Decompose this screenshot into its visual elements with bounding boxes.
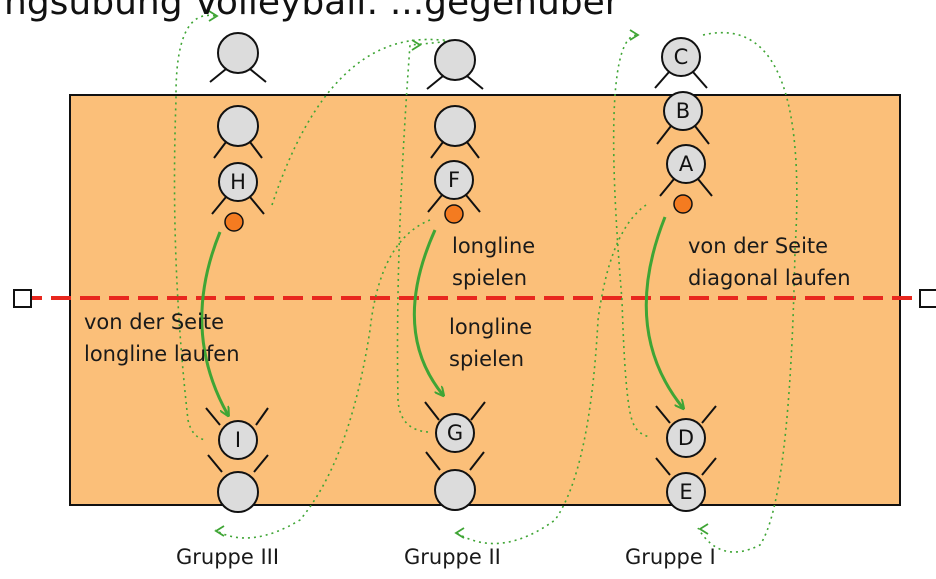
diagram-title: ngsübung Volleyball: ...gegenüber [4,0,620,23]
player-d [655,405,717,458]
path-g1-return [697,31,798,553]
court [69,94,901,506]
player-i-letter: I [235,428,241,452]
player-a-letter: A [679,152,694,176]
player-c-letter: C [674,45,689,69]
players [205,32,717,513]
player-g2-front [425,451,485,511]
note-g2-top-line1: longline [452,234,536,258]
player-g-letter: G [447,421,463,445]
balls [224,194,693,232]
player-g3-mid [213,105,263,159]
player-g2-mid [430,105,480,159]
path-g2-return [454,204,647,545]
player-g3-back [209,32,267,83]
player-e-letter: E [679,480,692,504]
note-g1: von der Seite diagonal laufen [688,230,851,294]
note-g1-line2: diagonal laufen [688,266,851,290]
note-g3: von der Seite longline laufen [84,306,240,370]
player-b-letter: B [676,99,690,123]
player-f-letter: F [448,168,460,192]
note-g3-line1: von der Seite [84,310,225,334]
group-label-3: Gruppe III [176,545,280,569]
rotation-paths [173,14,798,553]
ball-paths [200,216,683,415]
path-arrowheads [208,10,709,539]
group-label-2: Gruppe II [404,545,501,569]
ball-g2 [444,204,464,224]
path-g1-up [612,34,651,438]
note-g2-bottom: longline spielen [449,311,532,375]
note-g2-top-line2: spielen [452,266,528,290]
player-h-letter: H [230,170,246,194]
path-g2-up [271,38,451,433]
note-g1-line1: von der Seite [688,234,829,258]
note-g2-top: longline spielen [452,230,535,294]
player-h [211,162,265,215]
player-i [205,407,269,460]
ball-g1 [673,194,693,214]
net-post-right [919,289,936,308]
player-b [656,91,710,145]
player-f [427,160,481,213]
player-c [654,37,708,89]
ball-path-g1 [644,216,683,408]
ball-g3 [224,212,244,232]
net-post-left [13,289,32,308]
player-d-letter: D [678,426,694,450]
player-g3-front [207,454,269,513]
group-label-1: Gruppe I [625,545,716,569]
note-g2-bot-line2: spielen [449,347,525,371]
player-letters: H I F G C B A D E [230,45,694,504]
player-a [659,144,713,197]
note-g2-bot-line1: longline [449,315,533,339]
player-g [424,401,486,453]
player-g2-back [426,39,484,90]
ball-path-g3 [200,231,228,415]
path-g3-up [173,14,216,441]
note-g3-line2: longline laufen [84,342,240,366]
player-e [655,457,717,512]
ball-path-g2 [412,229,443,395]
